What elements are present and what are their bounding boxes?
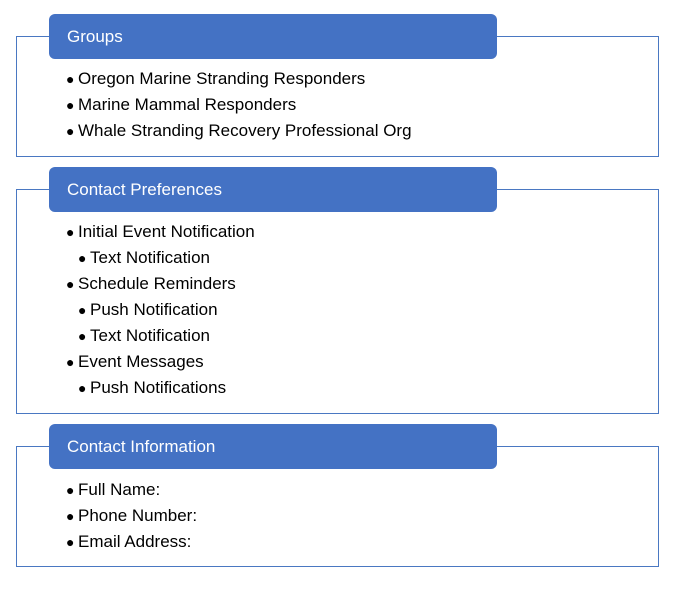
bullet-icon: ● xyxy=(66,276,75,292)
bullet-icon: ● xyxy=(78,328,87,344)
list-item-text: Text Notification xyxy=(90,248,210,267)
list-sub-item: ●Push Notifications xyxy=(78,375,255,401)
list-item: ●Initial Event Notification xyxy=(66,219,255,245)
contact-preferences-section-header: Contact Preferences xyxy=(49,167,497,212)
bullet-icon: ● xyxy=(66,123,75,139)
list-item-text: Schedule Reminders xyxy=(78,274,236,293)
bullet-icon: ● xyxy=(66,71,75,87)
groups-section-header: Groups xyxy=(49,14,497,59)
contact-preferences-list: ●Initial Event Notification ●Text Notifi… xyxy=(66,219,255,401)
contact-information-list: ●Full Name: ●Phone Number: ●Email Addres… xyxy=(66,477,197,555)
list-item-text: Email Address: xyxy=(78,532,192,551)
contact-information-section-header: Contact Information xyxy=(49,424,497,469)
bullet-icon: ● xyxy=(66,354,75,370)
list-sub-item: ●Push Notification xyxy=(78,297,255,323)
bullet-icon: ● xyxy=(78,250,87,266)
list-sub-item: ●Text Notification xyxy=(78,245,255,271)
contact-preferences-section-box xyxy=(16,189,659,414)
list-item: ●Oregon Marine Stranding Responders xyxy=(66,66,412,92)
bullet-icon: ● xyxy=(66,508,75,524)
bullet-icon: ● xyxy=(66,482,75,498)
list-item: ●Event Messages xyxy=(66,349,255,375)
list-item-text: Push Notifications xyxy=(90,378,227,397)
bullet-icon: ● xyxy=(66,534,75,550)
list-item-text: Marine Mammal Responders xyxy=(78,95,297,114)
list-item: ●Phone Number: xyxy=(66,503,197,529)
groups-list: ●Oregon Marine Stranding Responders ●Mar… xyxy=(66,66,412,144)
list-sub-item: ●Text Notification xyxy=(78,323,255,349)
list-item-text: Text Notification xyxy=(90,326,210,345)
list-item: ●Full Name: xyxy=(66,477,197,503)
bullet-icon: ● xyxy=(78,302,87,318)
bullet-icon: ● xyxy=(78,380,87,396)
list-item: ●Email Address: xyxy=(66,529,197,555)
list-item: ●Schedule Reminders xyxy=(66,271,255,297)
list-item: ●Marine Mammal Responders xyxy=(66,92,412,118)
list-item-text: Full Name: xyxy=(78,480,161,499)
list-item-text: Phone Number: xyxy=(78,506,198,525)
list-item-text: Event Messages xyxy=(78,352,204,371)
list-item-text: Push Notification xyxy=(90,300,218,319)
list-item-text: Initial Event Notification xyxy=(78,222,255,241)
list-item-text: Whale Stranding Recovery Professional Or… xyxy=(78,121,412,140)
bullet-icon: ● xyxy=(66,224,75,240)
bullet-icon: ● xyxy=(66,97,75,113)
list-item: ●Whale Stranding Recovery Professional O… xyxy=(66,118,412,144)
list-item-text: Oregon Marine Stranding Responders xyxy=(78,69,366,88)
